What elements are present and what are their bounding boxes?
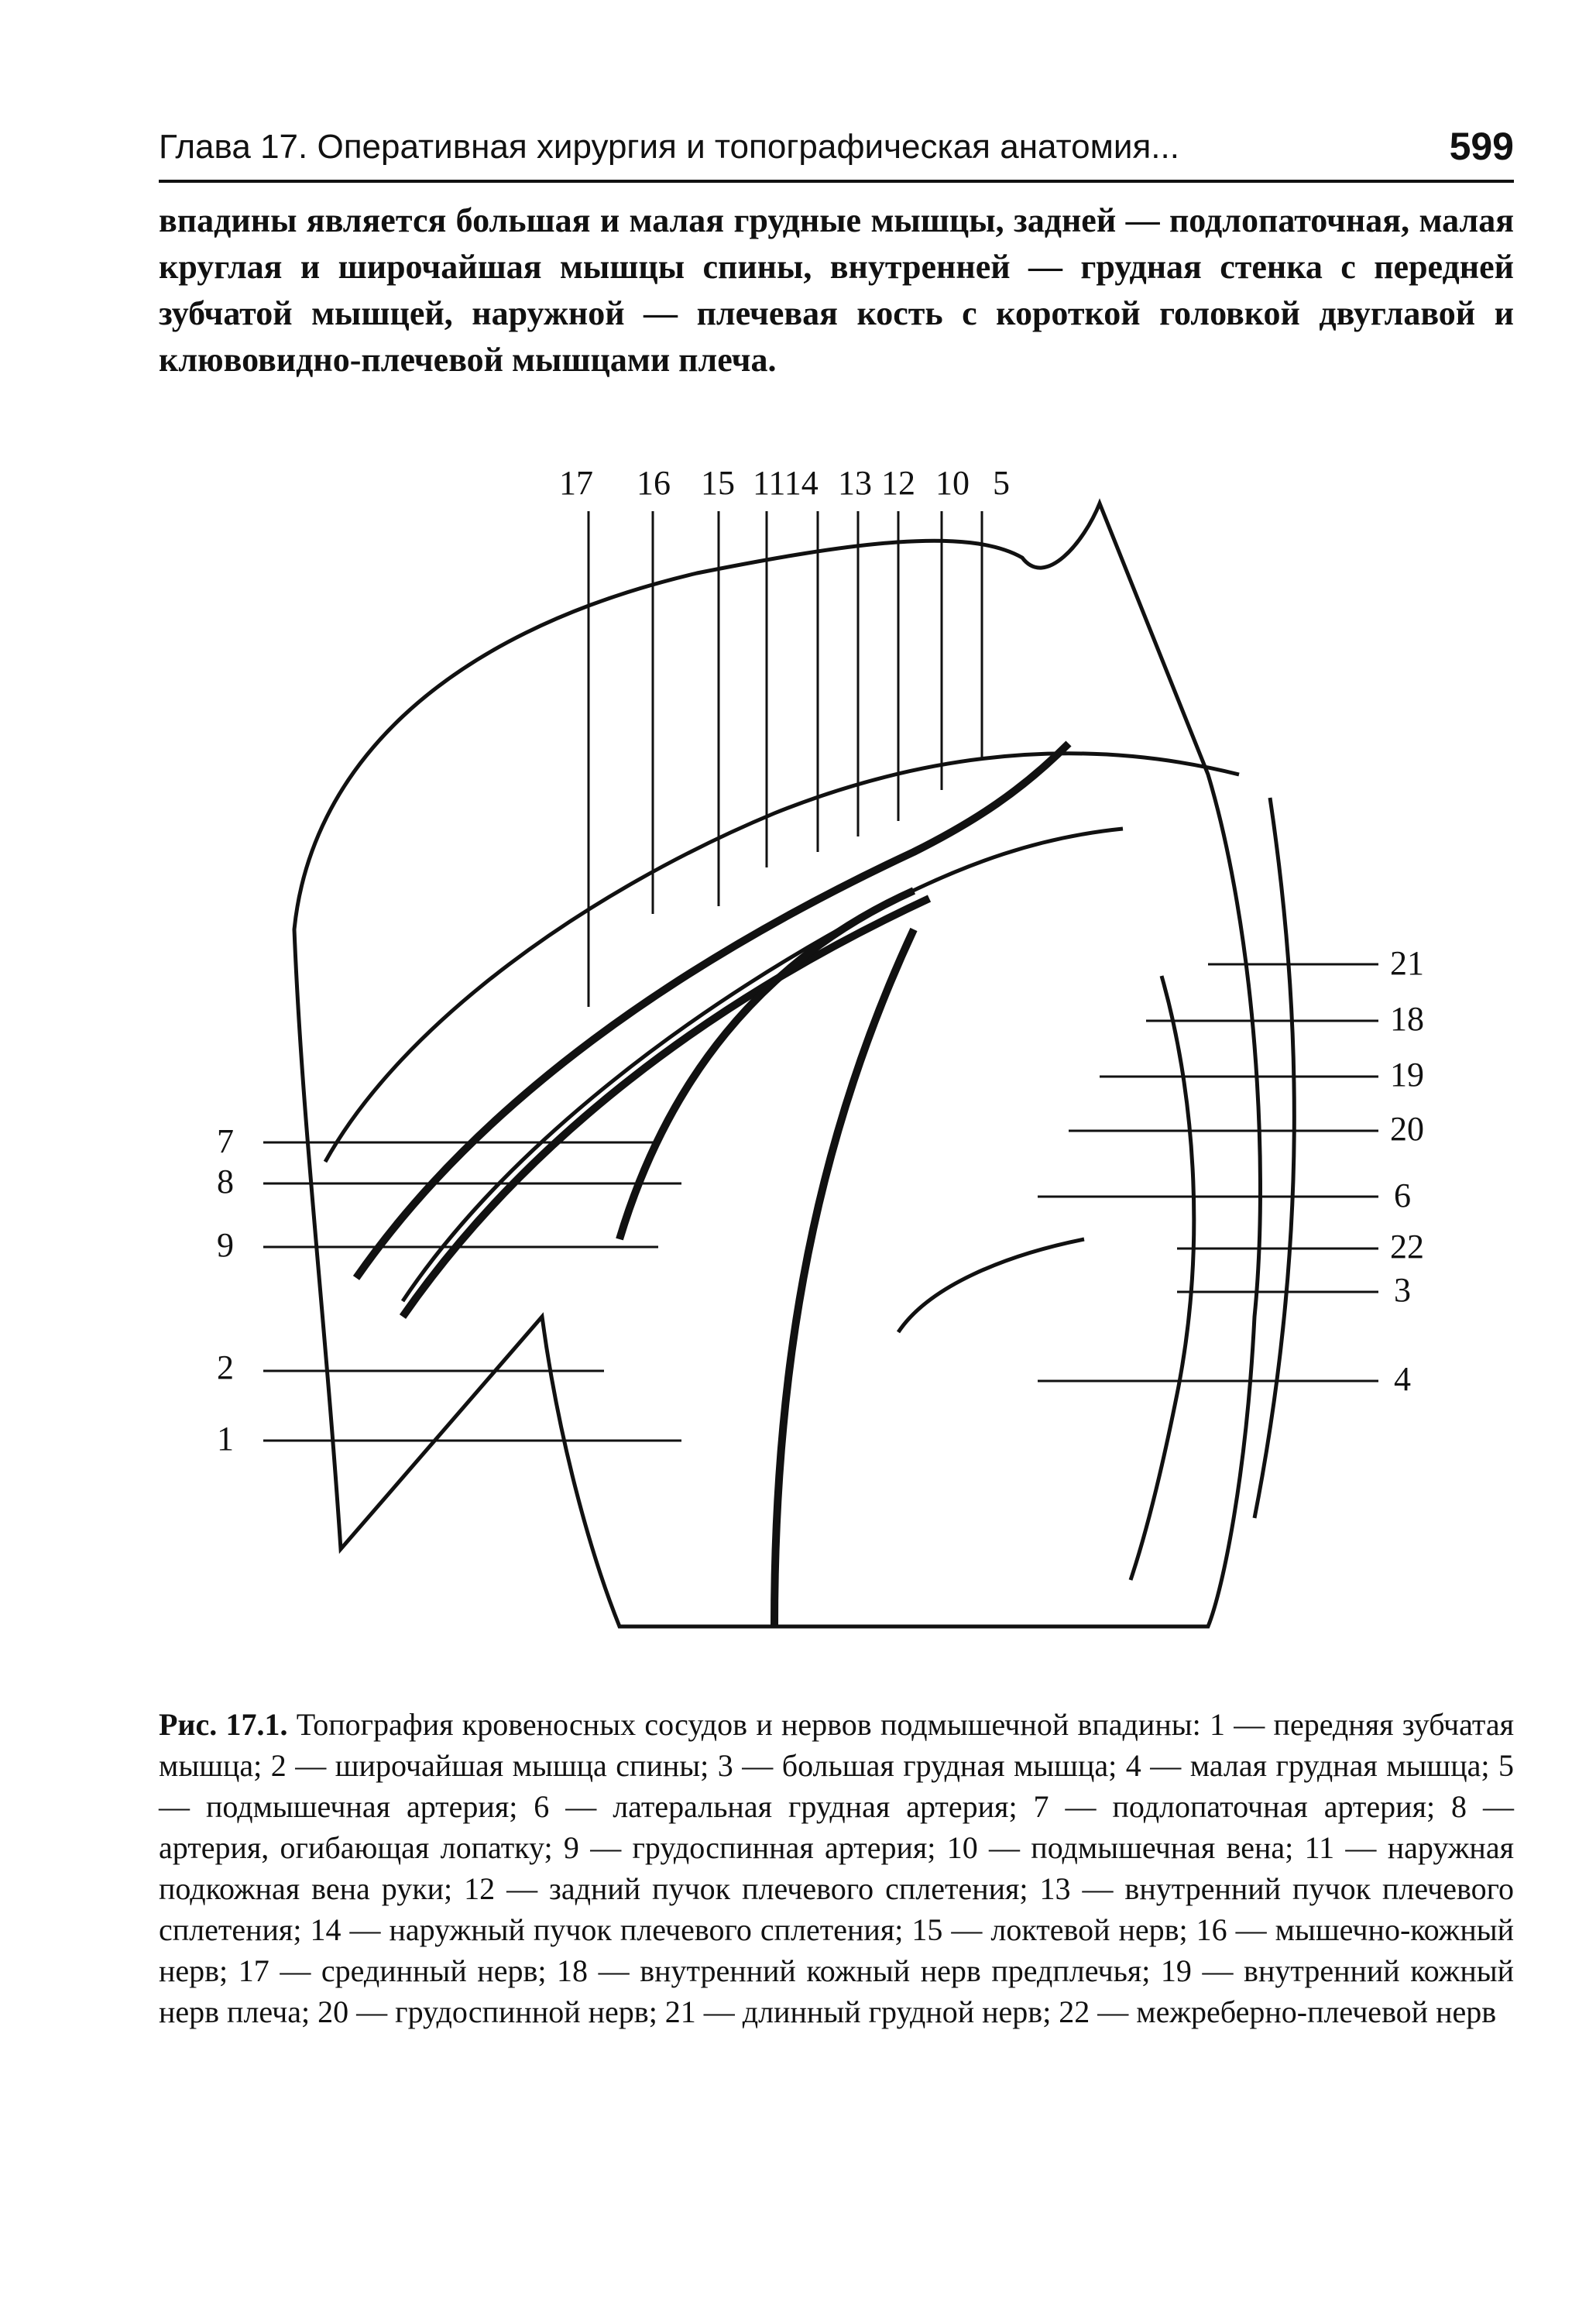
label-right-3: 3 [1394, 1271, 1411, 1309]
label-right-22: 22 [1390, 1228, 1424, 1266]
body-paragraph: впадины является большая и малая грудные… [159, 201, 1514, 379]
label-top-16: 16 [637, 464, 671, 502]
running-header: Глава 17. Оперативная хирургия и топогра… [159, 124, 1514, 178]
label-top-10: 10 [935, 464, 970, 502]
chapter-title: Глава 17. Оперативная хирургия и топогра… [159, 128, 1179, 166]
label-top-12: 12 [881, 464, 915, 502]
header-rule [159, 180, 1514, 183]
label-right-18: 18 [1390, 1000, 1424, 1038]
label-left-2: 2 [217, 1348, 234, 1386]
label-top-15: 15 [701, 464, 735, 502]
label-right-6: 6 [1394, 1176, 1411, 1214]
label-right-4: 4 [1394, 1360, 1411, 1398]
page-number: 599 [1449, 125, 1514, 168]
label-top-13: 13 [838, 464, 872, 502]
caption-label: Рис. 17.1. [159, 1707, 288, 1742]
label-right-21: 21 [1390, 944, 1424, 982]
figure-caption: Рис. 17.1. Топография кровеносных сосудо… [159, 1704, 1514, 2032]
label-left-8: 8 [217, 1163, 234, 1201]
caption-text: Топография кровеносных сосудов и нервов … [159, 1707, 1514, 2029]
label-top-1114: 1114 [753, 464, 819, 502]
label-top-5: 5 [993, 464, 1010, 502]
label-left-7: 7 [217, 1122, 234, 1160]
label-left-9: 9 [217, 1226, 234, 1264]
label-right-19: 19 [1390, 1056, 1424, 1094]
label-top-17: 17 [559, 464, 593, 502]
label-right-20: 20 [1390, 1110, 1424, 1148]
label-left-1: 1 [217, 1420, 234, 1458]
